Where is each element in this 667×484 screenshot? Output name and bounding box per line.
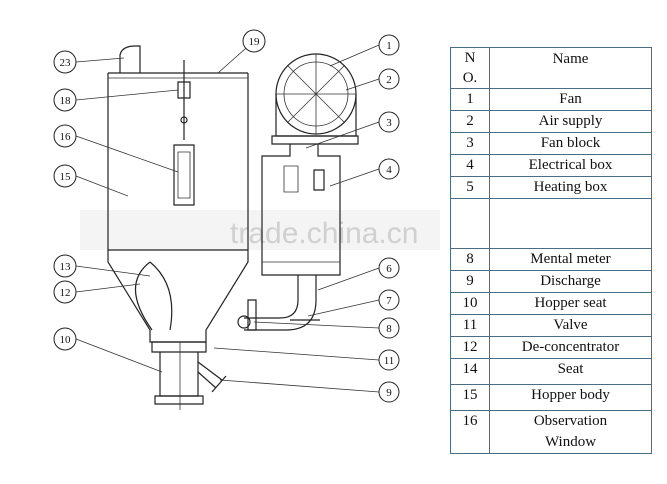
row-name: Discharge	[489, 270, 652, 293]
svg-text:4: 4	[386, 164, 392, 176]
callout-6: 6	[379, 258, 399, 278]
row-no: 5	[450, 176, 490, 199]
air-pipe	[238, 275, 320, 330]
callout-19: 19	[243, 30, 265, 52]
row-no: 9	[450, 270, 490, 293]
hopper-body-outline	[108, 73, 248, 342]
callout-7: 7	[379, 290, 399, 310]
watermark-band	[80, 210, 440, 250]
row-no: 8	[450, 248, 490, 271]
hopper-dryer-drawing: trade.china.cn	[0, 0, 440, 484]
row-name: Fan block	[489, 132, 652, 155]
row-name: Electrical box	[489, 154, 652, 177]
heating-box	[262, 144, 340, 275]
row-name: Seat	[489, 358, 652, 385]
callout-10: 10	[54, 328, 76, 350]
callout-3: 3	[379, 112, 399, 132]
row-no: 1	[450, 88, 490, 111]
svg-text:2: 2	[386, 74, 392, 86]
row-no: 12	[450, 336, 490, 359]
callout-12: 12	[54, 281, 76, 303]
svg-text:1: 1	[386, 40, 392, 52]
row-name: Hopper body	[489, 384, 652, 411]
svg-text:18: 18	[60, 95, 72, 107]
svg-text:13: 13	[60, 261, 72, 273]
callout-2: 2	[379, 69, 399, 89]
svg-text:6: 6	[386, 263, 392, 275]
row-name: Hopper seat	[489, 292, 652, 315]
row-name: Air supply	[489, 110, 652, 133]
callout-11: 11	[379, 350, 399, 370]
callout-18: 18	[54, 89, 76, 111]
row-name	[489, 198, 652, 249]
observation-window	[174, 145, 194, 205]
svg-text:12: 12	[60, 287, 71, 299]
header-no: N O.	[450, 47, 490, 89]
row-name: Fan	[489, 88, 652, 111]
row-name: Heating box	[489, 176, 652, 199]
svg-text:15: 15	[60, 171, 72, 183]
discharge-pipe	[198, 362, 226, 392]
row-no: 15	[450, 384, 490, 411]
header-name: Name	[489, 47, 652, 89]
svg-text:3: 3	[386, 117, 392, 129]
hopper-seat	[152, 342, 206, 410]
de-concentrator	[135, 262, 171, 330]
leader-lines	[76, 41, 379, 392]
row-no: 3	[450, 132, 490, 155]
row-no: 2	[450, 110, 490, 133]
top-vent	[120, 46, 140, 73]
callout-1: 1	[379, 35, 399, 55]
callout-16: 16	[54, 125, 76, 147]
callout-8: 8	[379, 318, 399, 338]
row-no: 14	[450, 358, 490, 385]
callout-15: 15	[54, 165, 76, 187]
row-no: 4	[450, 154, 490, 177]
row-no: 10	[450, 292, 490, 315]
svg-text:10: 10	[60, 334, 72, 346]
svg-text:7: 7	[386, 295, 392, 307]
svg-text:23: 23	[60, 57, 72, 69]
callout-4: 4	[379, 159, 399, 179]
row-no: 16	[450, 410, 490, 454]
row-name: Mental meter	[489, 248, 652, 271]
svg-text:11: 11	[384, 355, 395, 367]
row-name: Observation Window	[489, 410, 652, 454]
level-sensor	[178, 60, 190, 140]
row-no	[450, 198, 490, 249]
svg-text:9: 9	[386, 387, 392, 399]
row-no: 11	[450, 314, 490, 337]
svg-text:16: 16	[60, 131, 72, 143]
callout-23: 23	[54, 51, 76, 73]
callout-9: 9	[379, 382, 399, 402]
callout-13: 13	[54, 255, 76, 277]
row-name: Valve	[489, 314, 652, 337]
row-name: De-concentrator	[489, 336, 652, 359]
svg-text:8: 8	[386, 323, 392, 335]
fan-unit	[272, 54, 358, 144]
table-row-obscured	[450, 198, 652, 249]
watermark-text: trade.china.cn	[230, 217, 418, 250]
table-header-row: N O. Name	[450, 47, 652, 89]
svg-text:19: 19	[249, 36, 261, 48]
